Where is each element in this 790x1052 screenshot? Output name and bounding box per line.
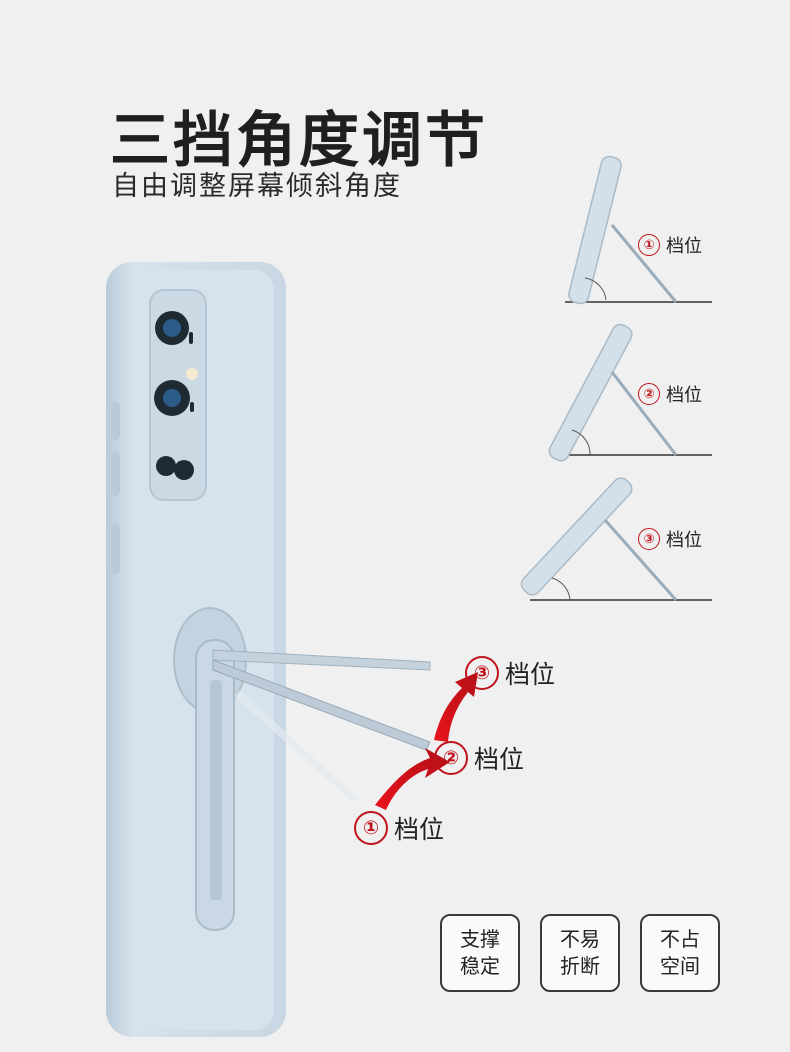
- camera-module: [149, 289, 207, 501]
- gear-number: ③: [638, 528, 660, 550]
- feature-badge-compact: 不占 空间: [640, 914, 720, 992]
- feature-line2: 折断: [560, 954, 600, 978]
- gear-text: 档位: [505, 660, 556, 689]
- gear-number: ①: [638, 234, 660, 256]
- angle-diagram-1: [565, 155, 712, 305]
- feature-line2: 稳定: [460, 954, 500, 978]
- angle-diagram-2: [548, 323, 712, 462]
- big-gear-label-3: ③ 档位: [465, 655, 555, 691]
- big-gear-label-2: ② 档位: [434, 740, 524, 776]
- gear-number: ①: [354, 811, 388, 845]
- gear-text: 档位: [666, 236, 702, 257]
- headline: 三挡角度调节: [110, 106, 488, 176]
- small-gear-label-1: ① 档位: [638, 232, 702, 258]
- subline: 自由调整屏幕倾斜角度: [112, 171, 402, 202]
- gear-text: 档位: [394, 815, 445, 844]
- arrow-2-to-3: [434, 672, 478, 742]
- gear-text: 档位: [666, 385, 702, 406]
- gear-number: ③: [465, 656, 499, 690]
- feature-line1: 不易: [560, 927, 600, 951]
- gear-number: ②: [638, 383, 660, 405]
- small-gear-label-2: ② 档位: [638, 381, 702, 407]
- feature-badge-durable: 不易 折断: [540, 914, 620, 992]
- gear-text: 档位: [666, 530, 702, 551]
- feature-line1: 支撑: [460, 927, 500, 951]
- feature-line1: 不占: [660, 927, 700, 951]
- arrow-1-to-2: [375, 748, 450, 810]
- big-gear-label-1: ① 档位: [354, 810, 444, 846]
- feature-line2: 空间: [660, 954, 700, 978]
- gear-number: ②: [434, 741, 468, 775]
- angle-diagram-3: [520, 477, 712, 601]
- small-gear-label-3: ③ 档位: [638, 526, 702, 552]
- feature-badge-stable: 支撑 稳定: [440, 914, 520, 992]
- gear-text: 档位: [474, 745, 525, 774]
